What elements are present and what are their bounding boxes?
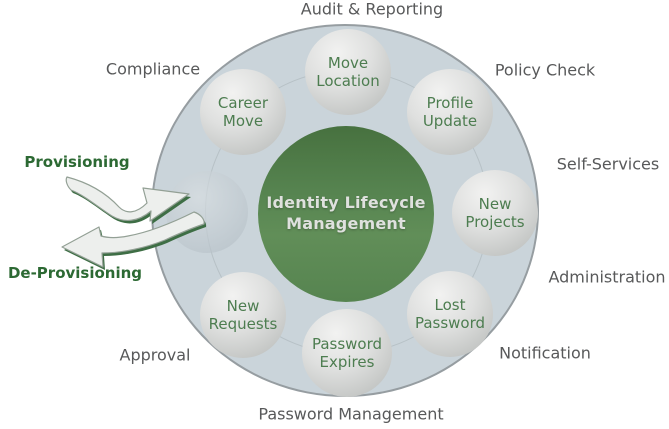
label-notification: Notification bbox=[499, 343, 591, 363]
sphere-new-requests: New Requests bbox=[200, 272, 286, 358]
label-approval: Approval bbox=[119, 345, 191, 365]
sphere-move-location: Move Location bbox=[305, 29, 391, 115]
center-circle: Identity Lifecycle Management bbox=[258, 126, 434, 302]
sphere-new-projects: New Projects bbox=[452, 170, 538, 256]
sphere-lost-password: Lost Password bbox=[407, 271, 493, 357]
label-provisioning: Provisioning bbox=[24, 153, 130, 171]
sphere-password-expires: Password Expires bbox=[302, 309, 392, 397]
label-de-provisioning: De-Provisioning bbox=[7, 264, 143, 282]
label-password-management: Password Management bbox=[258, 404, 444, 424]
sphere-career-move: Career Move bbox=[200, 69, 286, 155]
ghost-sphere bbox=[166, 171, 248, 253]
label-compliance: Compliance bbox=[105, 59, 201, 79]
label-administration: Administration bbox=[548, 267, 666, 287]
label-policy-check: Policy Check bbox=[494, 60, 596, 80]
label-audit-reporting: Audit & Reporting bbox=[300, 0, 444, 19]
label-self-services: Self-Services bbox=[556, 154, 660, 174]
sphere-profile-update: Profile Update bbox=[407, 69, 493, 155]
